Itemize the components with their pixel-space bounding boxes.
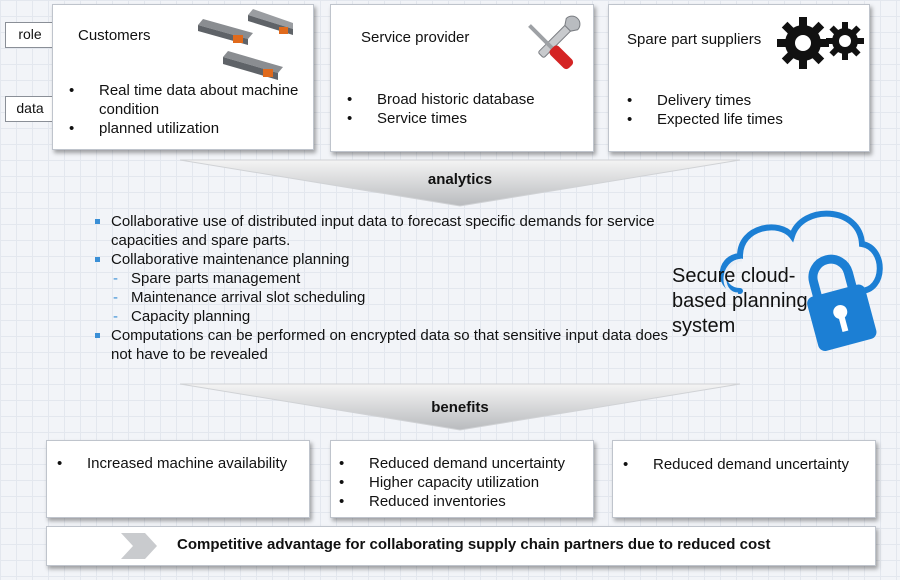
- list-item: Real time data about machine condition: [69, 81, 299, 119]
- list-item: Increased machine availability: [57, 454, 297, 473]
- customers-box: Customers Real time data about machine c…: [52, 4, 314, 150]
- cloud-lock-icon: [719, 210, 883, 351]
- benefit-list-3: Reduced demand uncertainty: [623, 455, 873, 474]
- list-item-text: Computations can be performed on encrypt…: [111, 327, 669, 363]
- dash-icon: -: [113, 308, 118, 325]
- benefit-list-2: Reduced demand uncertainty Higher capaci…: [339, 454, 589, 511]
- spare-part-suppliers-box: Spare part suppliers Delivery times Exp: [608, 4, 870, 152]
- list-item-text: Capacity planning: [131, 308, 251, 325]
- list-item: Delivery times: [627, 91, 857, 110]
- list-item: Broad historic database: [347, 90, 577, 109]
- benefits-chevron: [180, 383, 740, 431]
- benefit-box-1: Increased machine availability: [46, 440, 310, 518]
- list-item: Higher capacity utilization: [339, 473, 589, 492]
- benefit-list-1: Increased machine availability: [57, 454, 297, 473]
- machine-icon: [198, 9, 293, 80]
- customers-title: Customers: [78, 27, 151, 44]
- competitive-advantage-banner: Competitive advantage for collaborating …: [46, 526, 876, 566]
- spare-part-suppliers-title: Spare part suppliers: [627, 31, 762, 48]
- list-item: Collaborative use of distributed input d…: [94, 212, 674, 250]
- list-item: Expected life times: [627, 110, 857, 129]
- list-item: Reduced demand uncertainty: [339, 454, 589, 473]
- list-item: -Capacity planning: [94, 307, 674, 326]
- benefits-label: benefits: [431, 399, 489, 416]
- list-item: -Maintenance arrival slot scheduling: [94, 288, 674, 307]
- list-item: Computations can be performed on encrypt…: [94, 326, 674, 364]
- list-item: Reduced demand uncertainty: [623, 455, 873, 474]
- list-item: Reduced inventories: [339, 492, 589, 511]
- role-tag: role: [5, 22, 55, 48]
- cloud-text: Secure cloud-based planning system: [672, 265, 808, 337]
- list-item: -Spare parts management: [94, 269, 674, 288]
- benefit-box-3: Reduced demand uncertainty: [612, 440, 876, 518]
- list-item-text: Collaborative maintenance planning: [111, 251, 350, 268]
- customers-data-list: Real time data about machine condition p…: [69, 81, 299, 138]
- chevron-right-icon: [121, 533, 157, 559]
- service-provider-data-list: Broad historic database Service times: [347, 90, 577, 128]
- data-tag: data: [5, 96, 55, 122]
- list-item-text: Maintenance arrival slot scheduling: [131, 289, 366, 306]
- spare-part-suppliers-data-list: Delivery times Expected life times: [627, 91, 857, 129]
- list-item: Service times: [347, 109, 577, 128]
- competitive-advantage-text: Competitive advantage for collaborating …: [177, 536, 771, 553]
- dash-icon: -: [113, 289, 118, 306]
- analytics-label: analytics: [427, 171, 493, 188]
- list-item-text: Spare parts management: [131, 270, 301, 287]
- benefit-box-2: Reduced demand uncertainty Higher capaci…: [330, 440, 594, 518]
- service-provider-box: Service provider Broad historic database…: [330, 4, 594, 152]
- list-item: planned utilization: [69, 119, 299, 138]
- list-item: Collaborative maintenance planning: [94, 250, 674, 269]
- analytics-chevron: [180, 159, 740, 207]
- gears-icon: [777, 17, 864, 69]
- wrench-screwdriver-icon: [528, 15, 581, 70]
- list-item-text: Collaborative use of distributed input d…: [111, 213, 655, 249]
- bullet-square-icon: [95, 257, 100, 262]
- bullet-square-icon: [95, 219, 100, 224]
- analytics-list: Collaborative use of distributed input d…: [94, 212, 674, 364]
- service-provider-title: Service provider: [361, 29, 470, 46]
- bullet-square-icon: [95, 333, 100, 338]
- dash-icon: -: [113, 270, 118, 287]
